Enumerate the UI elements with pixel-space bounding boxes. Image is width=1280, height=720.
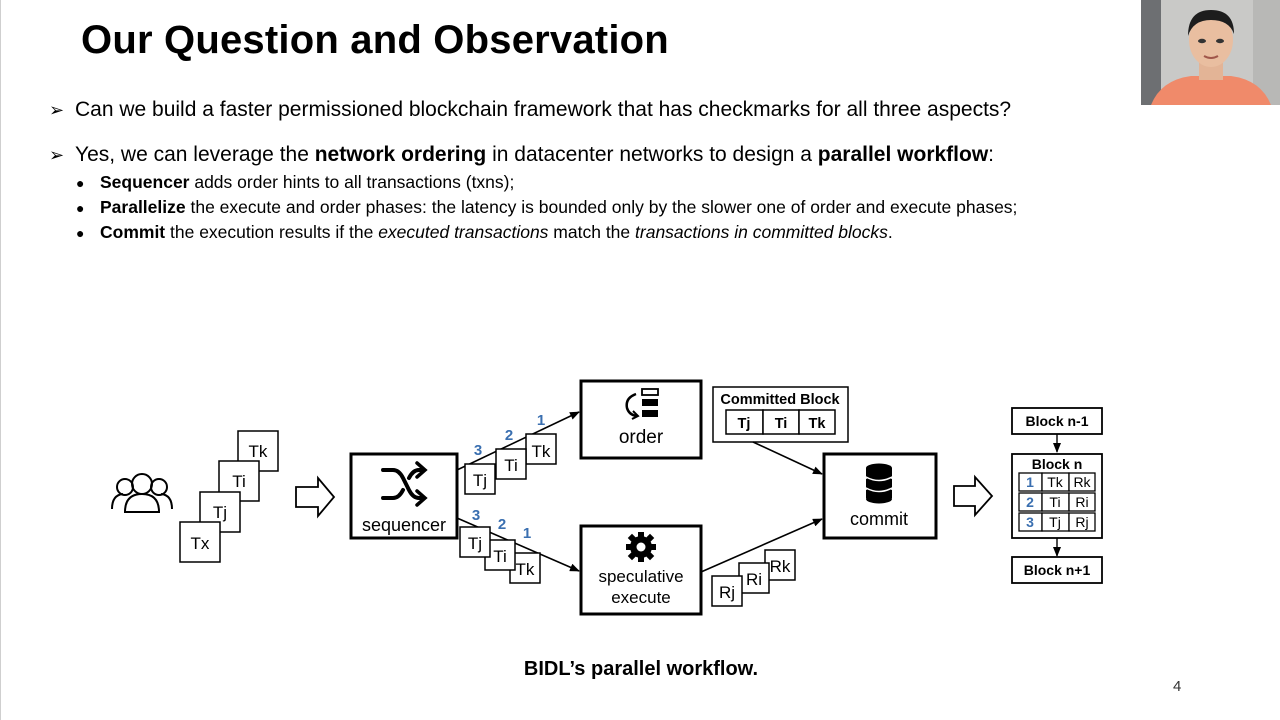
- result-label: Rk: [770, 557, 791, 576]
- arrow-block-to-commit: [752, 441, 823, 475]
- block-row-txn: Ti: [1049, 494, 1060, 510]
- block-row-index: 3: [1026, 514, 1034, 530]
- committed-txn: Tj: [738, 416, 751, 432]
- slide-title: Our Question and Observation: [81, 18, 669, 62]
- execute-box: speculative execute: [579, 524, 703, 616]
- sub-bold: Sequencer: [100, 172, 190, 192]
- sub-italic: executed transactions: [378, 222, 549, 242]
- upper-txn-group: Tk Ti Tj 3 2 1: [464, 412, 557, 495]
- commit-box: commit: [822, 452, 938, 540]
- sub-bullet-commit: ● Commit the execution results if the exe…: [76, 222, 893, 243]
- gear-icon: [626, 532, 656, 562]
- person-icon: [1141, 0, 1280, 105]
- bullet-answer-seg: in datacenter networks to design a: [486, 143, 818, 166]
- block-row-txn: Tk: [1047, 474, 1064, 490]
- result-label: Ri: [746, 570, 762, 589]
- sub-text: .: [887, 222, 893, 242]
- sequencer-label: sequencer: [362, 515, 446, 535]
- bullet-question-text: Can we build a faster permissioned block…: [75, 98, 1012, 121]
- sub-text: match the: [548, 222, 636, 242]
- client-txn-tx: [179, 521, 221, 563]
- blockchain: Block n-1 Block n 1 Tk Rk 2 Ti Ri 3 Tj R…: [1011, 407, 1103, 584]
- client-txn-label: Tj: [213, 503, 227, 522]
- lower-txn-label: Ti: [493, 547, 507, 566]
- order-box: order: [579, 379, 703, 460]
- commit-label: commit: [850, 509, 908, 529]
- client-txn-stack: Tk Ti Tj Tx: [179, 430, 279, 563]
- execute-label-2: execute: [611, 588, 671, 607]
- committed-block: Committed Block Tj Ti Tk: [712, 386, 849, 443]
- presenter-video: [1141, 0, 1280, 105]
- sub-text: the execute and order phases: the latenc…: [185, 197, 1018, 217]
- bullet-dot-icon: ●: [76, 200, 85, 216]
- lower-txn-label: Tk: [516, 560, 535, 579]
- result-label: Rj: [719, 583, 735, 602]
- shuffle-icon: [381, 461, 428, 507]
- block-row-index: 1: [1026, 474, 1034, 490]
- hollow-arrow-icon: [295, 475, 336, 519]
- order-label: order: [619, 427, 664, 448]
- client-txn-label: Ti: [232, 472, 246, 491]
- sub-text: adds order hints to all transactions (tx…: [189, 172, 515, 192]
- block-row-index: 2: [1026, 494, 1034, 510]
- execute-label-1: speculative: [598, 567, 683, 586]
- database-icon: [865, 463, 893, 504]
- bullet-dot-icon: ●: [76, 225, 85, 241]
- block-current-label: Block n: [1032, 456, 1083, 472]
- block-row-result: Ri: [1075, 494, 1088, 510]
- block-row-txn: Tj: [1049, 514, 1061, 530]
- committed-txn: Tk: [809, 416, 827, 432]
- sub-italic: transactions in committed blocks: [635, 222, 888, 242]
- results-group: Rk Ri Rj: [711, 549, 796, 607]
- client-txn-label: Tk: [249, 442, 268, 461]
- bullet-question: ➢ Can we build a faster permissioned bloc…: [49, 98, 1011, 122]
- arrow-to-order: [456, 411, 580, 471]
- bullet-answer-seg: :: [988, 143, 995, 166]
- upper-txn-label: Ti: [504, 456, 518, 475]
- sub-bold: Parallelize: [100, 197, 186, 217]
- list-refresh-icon: [625, 388, 659, 420]
- bullet-arrow-icon: ➢: [49, 145, 65, 165]
- block-row-result: Rk: [1073, 474, 1091, 490]
- upper-txn-label: Tj: [473, 471, 487, 490]
- sub-bullet-parallelize: ● Parallelize the execute and order phase…: [76, 197, 1017, 218]
- page-number: 4: [1173, 678, 1182, 695]
- arrow-exec-to-commit: [700, 518, 823, 573]
- order-hint: 1: [523, 525, 531, 542]
- order-hint: 2: [505, 427, 513, 444]
- block-prev-label: Block n-1: [1025, 413, 1088, 429]
- bullet-answer-bold: parallel workflow: [817, 143, 989, 166]
- upper-txn-label: Tk: [532, 442, 551, 461]
- bullet-dot-icon: ●: [76, 175, 85, 191]
- sequencer-box: sequencer: [349, 452, 459, 540]
- sub-text: the execution results if the: [165, 222, 379, 242]
- bullet-answer-seg: Yes, we can leverage the: [75, 143, 315, 166]
- lower-txn-label: Tj: [468, 534, 482, 553]
- order-hint: 3: [474, 442, 482, 459]
- committed-txn: Ti: [775, 416, 788, 432]
- committed-block-title: Committed Block: [720, 392, 840, 408]
- bullet-arrow-icon: ➢: [49, 100, 65, 120]
- bullet-answer: ➢ Yes, we can leverage the network orderi…: [49, 143, 994, 167]
- order-hint: 2: [498, 516, 506, 533]
- lower-txn-group: Tk Ti Tj 3 2 1: [459, 507, 541, 584]
- sub-bullet-sequencer: ● Sequencer adds order hints to all trans…: [76, 172, 514, 193]
- users-icon: [111, 473, 173, 513]
- hollow-arrow-icon: [953, 474, 994, 518]
- block-next-label: Block n+1: [1024, 562, 1091, 578]
- block-row-result: Rj: [1075, 514, 1088, 530]
- order-hint: 3: [472, 507, 480, 524]
- bullet-answer-bold: network ordering: [314, 143, 487, 166]
- sub-bold: Commit: [100, 222, 166, 242]
- figure-caption-text: BIDL’s parallel workflow.: [523, 658, 759, 680]
- figure-caption: BIDL’s parallel workflow.: [1, 658, 1280, 681]
- client-txn-label: Tx: [191, 534, 210, 553]
- order-hint: 1: [537, 412, 545, 429]
